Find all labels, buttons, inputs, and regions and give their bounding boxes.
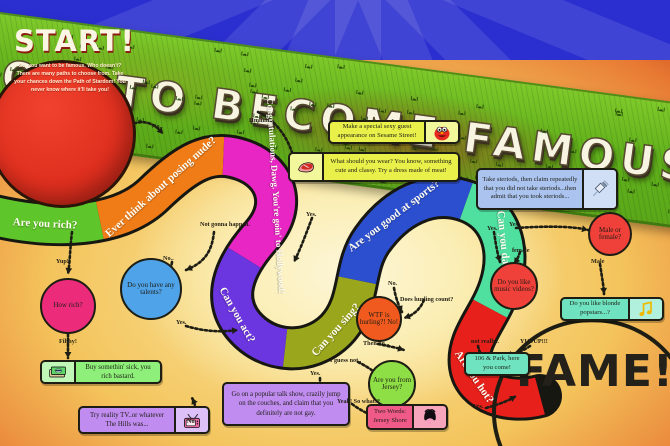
arrow-head [403,313,411,321]
arrow-label: Hmmm... [249,117,274,124]
arrow-label: Then no... [363,340,389,347]
dotted-arrow [186,232,214,270]
node-label: Do you have any talents? [122,282,180,297]
callout-talk-show: Go on a popular talk show, crazily jump … [222,382,350,426]
node-label: Do you like music videos? [492,279,536,294]
callout-icon-cell [628,299,662,319]
callout-steroids: Take steriods, then claim repeatedly tha… [476,168,618,210]
arrow-label: Yes. [306,211,316,218]
poof-hair-icon [417,407,443,427]
fame-label: FAME! [516,352,666,392]
callout-text: 106 & Park, here you come! [466,354,528,374]
callout-icon-cell [412,406,446,428]
dotted-arrow [516,227,588,230]
callout-text: Go on a popular talk show, crazily jump … [224,384,348,424]
decision-node-male-female: Male or female? [588,212,632,256]
arrow-label: YUUUP!!! [520,338,548,345]
elmo-icon [429,122,455,142]
callout-buy-somethin: Buy somethin' sick, you rich bastard. [40,360,162,384]
decision-node-music-videos: Do you like music videos? [490,262,538,310]
start-label: START! [14,24,134,58]
money-icon [45,362,71,382]
callout-jersey-shore: Two Words: Jersey Shore [366,404,448,430]
callout-text: Take steriods, then claim repeatedly tha… [478,170,582,208]
dotted-arrow [294,218,312,262]
callout-icon-cell [582,170,616,208]
arrow-label: Yes. [176,319,186,326]
arrow-label: Yup! [56,258,69,265]
arrow-head [65,352,72,358]
arrow-label: female [512,247,530,254]
steak-icon [293,157,319,177]
syringe-icon [587,179,613,199]
arrow-label: I guess not.. [330,357,361,364]
callout-text: Do you like blonde popstars...? [562,299,628,319]
callout-meat-dress: What should you wear? You know, somethin… [288,152,460,182]
arrow-label: Not gonna happen. [200,221,250,228]
callout-text: Make a special sexy guest appearance on … [330,122,424,142]
callout-text: Two Words: Jersey Shore [368,406,412,428]
decision-node-wtf-hurling: WTF is hurling?! No! [356,296,402,342]
arrow-label: Filthy! [59,338,77,345]
arrow-head [65,268,73,275]
callout-text: What should you wear? You know, somethin… [324,154,458,180]
arrow-label: Yeah! So what!? [337,398,380,405]
callout-blonde-popstars: Do you like blonde popstars...? [560,297,664,321]
arrow-label: not really.. [471,338,499,345]
node-label: Are you from Jersey? [370,377,414,392]
callout-sesame-street: Make a special sexy guest appearance on … [328,120,460,144]
arrow-label: No. [187,418,196,425]
callout-text: Try reality TV..or whatever The Hills wa… [80,408,174,432]
start-description: So, you want to be famous. Who doesn't? … [12,62,128,94]
callout-icon-cell [42,362,76,382]
arrow-label: No.. [163,255,174,262]
arrow-head [600,288,607,294]
arrow-label: Yes. [509,221,519,228]
arrow-label: Yes. [310,370,320,377]
callout-106-and-park: 106 & Park, here you come! [464,352,530,376]
arrow-label: No. [388,280,397,287]
decision-node-any-talents: Do you have any talents? [120,258,182,320]
arrow-label: Does hurling count? [400,296,453,303]
callout-text: Buy somethin' sick, you rich bastard. [76,362,160,382]
node-label: WTF is hurling?! No! [358,312,400,327]
decision-node-how-rich: How rich? [40,278,96,334]
arrow-label: Male [591,258,604,265]
arrow-head [291,255,300,263]
arrow-label: Yes. [487,225,497,232]
arrow-label: No.. [152,123,163,130]
callout-icon-cell [290,154,324,180]
arrow-label: Yes. [473,403,483,410]
node-label: Male or female? [590,227,630,242]
callout-icon-cell [424,122,458,142]
music-note-icon [633,299,659,319]
node-label: How rich? [53,302,82,309]
